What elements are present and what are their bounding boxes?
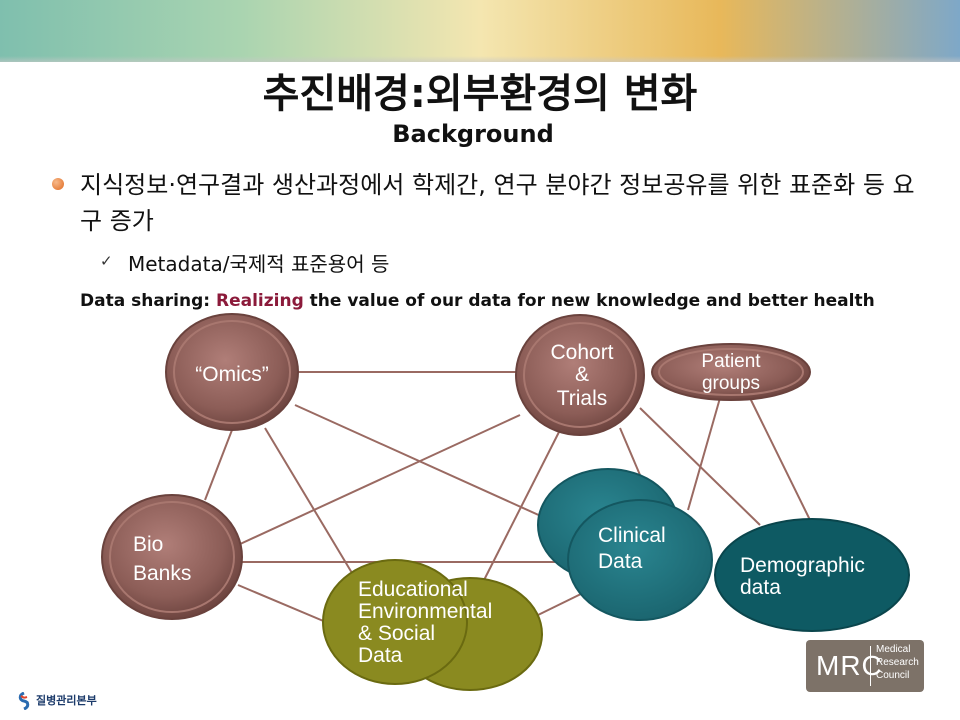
tagline-highlight: Realizing bbox=[216, 291, 304, 311]
cohort-label-3: Trials bbox=[557, 387, 608, 410]
demographic-label-2: data bbox=[740, 576, 781, 599]
educational-label-2: Environmental bbox=[358, 600, 492, 623]
educational-label-3: & Social bbox=[358, 622, 435, 645]
patient-label-2: groups bbox=[702, 373, 760, 394]
slide-title: 추진배경:외부환경의 변화 bbox=[262, 71, 698, 117]
demographic-label-1: Demographic bbox=[740, 554, 865, 577]
cohort-label-1: Cohort bbox=[550, 341, 613, 364]
kcdc-logo: 질병관리본부 bbox=[16, 690, 126, 714]
mrc-logo-subtitle: Medical Research Council bbox=[876, 643, 919, 682]
tagline-prefix: Data sharing: bbox=[80, 291, 216, 311]
mrc-line-3: Council bbox=[876, 670, 910, 681]
node-educational: Educational Environmental & Social Data bbox=[322, 559, 543, 691]
kcdc-logo-icon bbox=[18, 692, 30, 710]
node-omics: “Omics” bbox=[165, 313, 299, 431]
line-cohort-biobanks bbox=[237, 414, 521, 546]
line-patient-demographic bbox=[749, 397, 811, 521]
slide-subtitle: Background bbox=[392, 120, 554, 148]
biobanks-label-2: Banks bbox=[133, 562, 191, 585]
bullet-dot-icon bbox=[52, 178, 64, 190]
node-patient: Patient groups bbox=[651, 343, 811, 401]
mrc-logo-text: MRC bbox=[816, 650, 883, 681]
educational-label-1: Educational bbox=[358, 578, 468, 601]
tagline-suffix: the value of our data for new knowledge … bbox=[303, 291, 875, 311]
header-banner bbox=[0, 0, 960, 62]
node-biobanks: Bio Banks bbox=[101, 494, 243, 620]
mrc-line-1: Medical bbox=[876, 644, 911, 655]
line-patient-clinical bbox=[687, 397, 721, 511]
line-educational-clinical bbox=[537, 591, 586, 616]
node-demographic: Demographic data bbox=[714, 518, 910, 632]
checkmark-icon: ✓ bbox=[100, 252, 113, 270]
line-omics-biobanks bbox=[204, 429, 233, 501]
line-omics-educational bbox=[264, 427, 356, 579]
educational-label-4: Data bbox=[358, 644, 403, 667]
node-cohort: Cohort & Trials bbox=[515, 314, 645, 436]
mrc-logo-divider bbox=[870, 646, 871, 686]
cohort-label-2: & bbox=[575, 363, 589, 386]
patient-label-1: Patient bbox=[701, 351, 761, 372]
tagline: Data sharing: Realizing the value of our… bbox=[80, 291, 875, 311]
sub-bullet-text: Metadata/국제적 표준용어 등 bbox=[128, 252, 390, 276]
clinical-label-2: Data bbox=[598, 550, 643, 573]
biobanks-label-1: Bio bbox=[133, 533, 163, 556]
kcdc-name: 질병관리본부 bbox=[36, 694, 97, 707]
mrc-logo: MRC Medical Research Council bbox=[806, 640, 924, 692]
omics-label: “Omics” bbox=[195, 363, 268, 386]
line-cohort-clinical bbox=[619, 427, 641, 476]
node-clinical: Clinical Data bbox=[537, 468, 713, 621]
bullet-text: 지식정보·연구결과 생산과정에서 학제간, 연구 분야간 정보공유를 위한 표준… bbox=[80, 171, 915, 235]
clinical-label-1: Clinical bbox=[598, 524, 666, 547]
mrc-line-2: Research bbox=[876, 657, 919, 668]
